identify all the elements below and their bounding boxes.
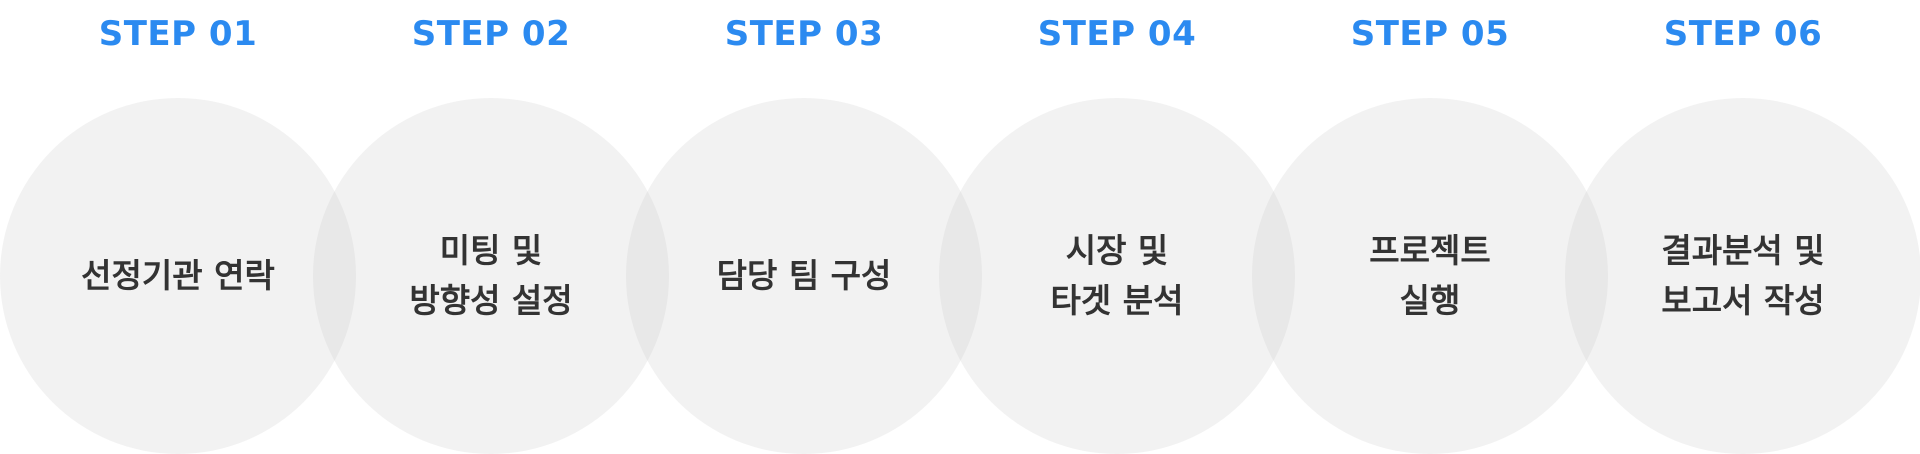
step-circle: 시장 및 타겟 분석	[939, 98, 1295, 454]
step-text-line: 보고서 작성	[1661, 281, 1825, 320]
step-label: STEP 03	[724, 14, 884, 54]
step-circle: 선정기관 연락	[0, 98, 356, 454]
step-circle: 결과분석 및 보고서 작성	[1565, 98, 1920, 454]
step-text-line: 담당 팀 구성	[716, 256, 892, 295]
step-text-line: 선정기관 연락	[81, 256, 275, 295]
step-label: STEP 06	[1663, 14, 1823, 54]
step-label: STEP 01	[98, 14, 258, 54]
step-circle: 프로젝트 실행	[1252, 98, 1608, 454]
step-label: STEP 04	[1037, 14, 1197, 54]
step-text-line: 결과분석 및	[1661, 231, 1825, 270]
step-5: STEP 05 프로젝트 실행	[1252, 0, 1608, 454]
step-1: STEP 01 선정기관 연락	[0, 0, 356, 454]
step-text-line: 실행	[1399, 281, 1461, 320]
step-text-line: 타겟 분석	[1050, 281, 1184, 320]
step-circle: 미팅 및 방향성 설정	[313, 98, 669, 454]
step-2: STEP 02 미팅 및 방향성 설정	[313, 0, 669, 454]
step-text-line: 미팅 및	[439, 231, 543, 270]
step-text-line: 방향성 설정	[409, 281, 573, 320]
step-text-line: 프로젝트	[1369, 231, 1491, 270]
step-label: STEP 02	[411, 14, 571, 54]
step-circle: 담당 팀 구성	[626, 98, 982, 454]
step-4: STEP 04 시장 및 타겟 분석	[939, 0, 1295, 454]
step-6: STEP 06 결과분석 및 보고서 작성	[1565, 0, 1920, 454]
step-text-line: 시장 및	[1065, 231, 1169, 270]
step-label: STEP 05	[1350, 14, 1510, 54]
step-3: STEP 03 담당 팀 구성	[626, 0, 982, 454]
